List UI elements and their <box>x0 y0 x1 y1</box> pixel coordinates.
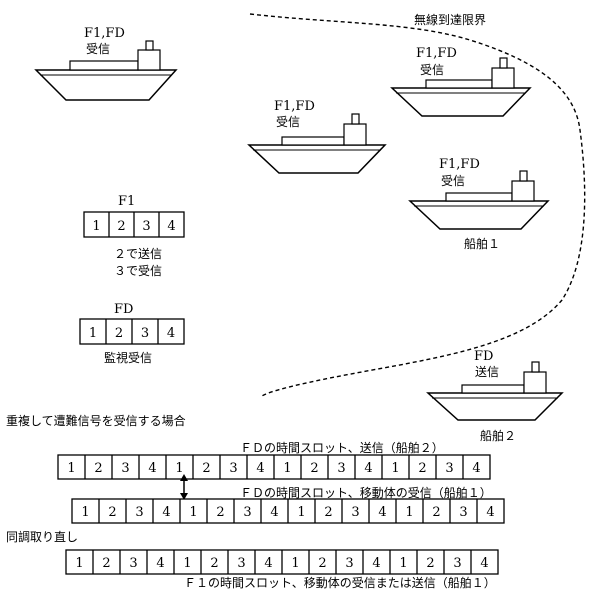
slot-cell: 1 <box>183 556 191 571</box>
slot-cell: 2 <box>216 505 224 520</box>
slot-cell: 4 <box>364 461 372 476</box>
slot-cell: 1 <box>67 461 75 476</box>
ship-top-left: F1,FD 受信 <box>34 26 178 101</box>
slot-cell: 2 <box>310 461 318 476</box>
f1-slot-row: 1 2 3 4 1 2 3 4 1 2 3 4 1 2 3 4 <box>65 549 499 575</box>
fd-title: FD <box>114 302 133 317</box>
slot-cell: 4 <box>256 461 264 476</box>
slot-cell: 4 <box>264 556 272 571</box>
slot-cell: 1 <box>399 556 407 571</box>
slot-cell: 2 <box>432 505 440 520</box>
slot-cell: 3 <box>121 461 129 476</box>
ship-name: 船舶２ <box>480 428 516 443</box>
slot-cell: 2 <box>418 461 426 476</box>
slot-cell: 4 <box>162 505 170 520</box>
f1-slot-cell: 4 <box>167 219 175 234</box>
slot-cell: 2 <box>94 461 102 476</box>
ship-label-line1: F1,FD <box>416 46 457 61</box>
ship-label-line2: 受信 <box>276 115 300 129</box>
fd-note-monitor: 監視受信 <box>104 350 152 365</box>
f1-slot-cell: 1 <box>92 219 100 234</box>
ship-top-right: F1,FD 受信 <box>390 46 532 117</box>
ship-name: 船舶１ <box>464 236 500 251</box>
f1-slot-box: F1 1 2 3 4 ２で送信 ３で受信 <box>83 194 185 278</box>
ship-label-line1: F1,FD <box>84 26 125 41</box>
f1-slot-cell: 3 <box>142 219 150 234</box>
slot-cell: 1 <box>297 505 305 520</box>
slot-cell: 3 <box>129 556 137 571</box>
double-arrow-icon <box>180 474 188 500</box>
ship-2: FD 送信 船舶２ <box>426 349 564 443</box>
row1-label: ＦＤの時間スロット、送信（船舶２） <box>240 440 444 455</box>
slot-cell: 1 <box>75 556 83 571</box>
slot-cell: 2 <box>324 505 332 520</box>
fd-send-slot-row: 1 2 3 4 1 2 3 4 1 2 3 4 1 2 3 4 <box>57 454 491 480</box>
slot-cell: 3 <box>237 556 245 571</box>
boundary-label: 無線到達限界 <box>414 12 486 27</box>
f1-note-receive: ３で受信 <box>114 264 162 278</box>
slot-cell: 1 <box>391 461 399 476</box>
slot-cell: 4 <box>378 505 386 520</box>
slot-cell: 4 <box>486 505 494 520</box>
ship-label-line1: F1,FD <box>274 99 315 114</box>
fd-slot-cell: 3 <box>141 326 149 341</box>
f1-slot-cell: 2 <box>117 219 125 234</box>
slot-cell: 4 <box>372 556 380 571</box>
slot-cell: 1 <box>81 505 89 520</box>
slot-cell: 3 <box>337 461 345 476</box>
ship-label-line2: 受信 <box>86 42 110 56</box>
section2-heading: 同調取り直し <box>6 530 78 544</box>
fd-slot-cell: 2 <box>115 326 123 341</box>
fd-receive-slot-row: 1 2 3 4 1 2 3 4 1 2 3 4 1 2 3 4 <box>71 498 505 524</box>
row2-label: ＦＤの時間スロット、移動体の受信（船舶１） <box>240 485 492 500</box>
slot-cell: 4 <box>156 556 164 571</box>
slot-cell: 3 <box>229 461 237 476</box>
radio-range-boundary <box>249 13 586 397</box>
fd-slot-cell: 1 <box>89 326 97 341</box>
slot-cell: 2 <box>426 556 434 571</box>
ship-label-line2: 受信 <box>441 174 465 188</box>
slot-cell: 2 <box>210 556 218 571</box>
ship-mid-left: F1,FD 受信 <box>247 99 387 174</box>
fd-slot-box: FD 1 2 3 4 監視受信 <box>79 302 185 365</box>
slot-cell: 4 <box>270 505 278 520</box>
slot-cell: 4 <box>472 461 480 476</box>
slot-cell: 3 <box>351 505 359 520</box>
slot-cell: 4 <box>148 461 156 476</box>
f1-note-send: ２で送信 <box>114 246 162 261</box>
ship-label-line1: FD <box>474 349 493 364</box>
f1-title: F1 <box>118 194 135 209</box>
slot-cell: 3 <box>459 505 467 520</box>
slot-cell: 2 <box>202 461 210 476</box>
ship-label-line2: 送信 <box>475 364 499 379</box>
section1-heading: 重複して遭難信号を受信する場合 <box>6 413 186 428</box>
ship-label-line2: 受信 <box>420 63 444 77</box>
slot-cell: 2 <box>108 505 116 520</box>
slot-cell: 3 <box>453 556 461 571</box>
slot-cell: 1 <box>283 461 291 476</box>
slot-cell: 1 <box>189 505 197 520</box>
slot-cell: 2 <box>318 556 326 571</box>
ship-label-line1: F1,FD <box>439 157 480 172</box>
slot-cell: 3 <box>445 461 453 476</box>
slot-cell: 1 <box>405 505 413 520</box>
slot-cell: 1 <box>291 556 299 571</box>
slot-cell: 3 <box>135 505 143 520</box>
slot-cell: 2 <box>102 556 110 571</box>
slot-cell: 3 <box>345 556 353 571</box>
slot-cell: 1 <box>175 461 183 476</box>
slot-cell: 4 <box>480 556 488 571</box>
ship-1: F1,FD 受信 船舶１ <box>408 157 550 251</box>
fd-slot-cell: 4 <box>167 326 175 341</box>
row3-label: Ｆ１の時間スロット、移動体の受信または送信（船舶１） <box>184 575 496 590</box>
slot-cell: 3 <box>243 505 251 520</box>
